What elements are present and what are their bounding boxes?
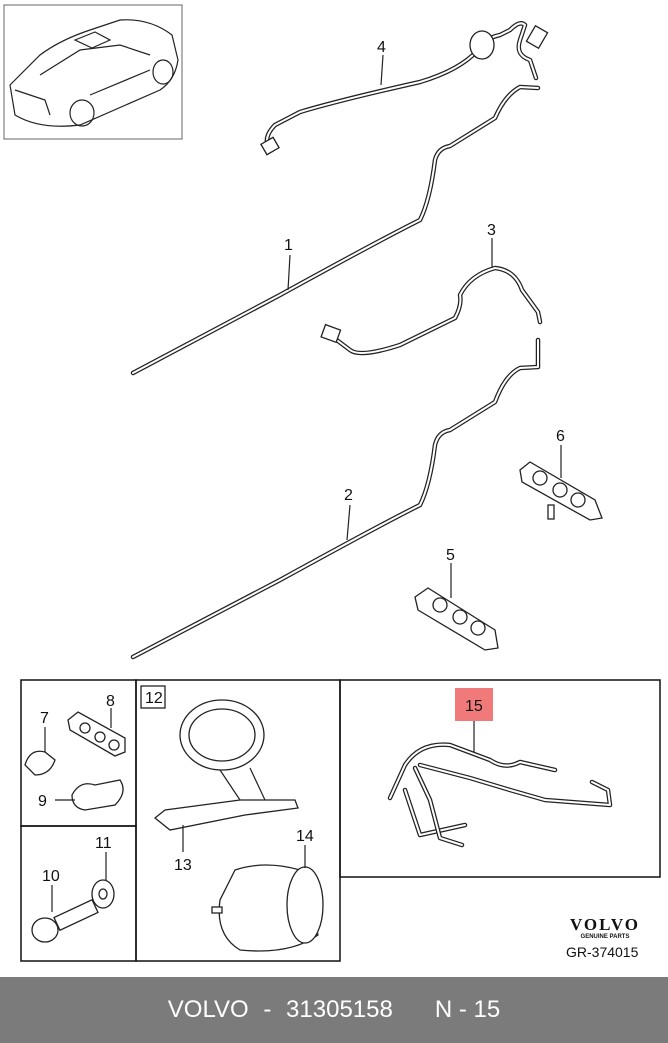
part-3-pipe: [320, 265, 543, 356]
part-2-pipe: [130, 337, 541, 660]
part-7-clip: [24, 750, 56, 776]
callout-6: 6: [556, 428, 565, 445]
part-9-clip: [71, 779, 124, 811]
callout-5: 5: [446, 547, 455, 564]
callout-1: 1: [284, 237, 293, 254]
callout-2: 2: [344, 487, 353, 504]
part-8-clip: [67, 711, 126, 757]
callout-3: 3: [487, 222, 496, 239]
callout-12: 12: [145, 690, 163, 707]
callout-8: 8: [106, 693, 115, 710]
callout-14: 14: [296, 828, 314, 845]
footer-part-number: 31305158: [286, 996, 393, 1023]
callout-7: 7: [40, 710, 49, 727]
part-10-bolt: [31, 898, 99, 943]
footer-bar: VOLVO - 31305158 N - 15: [0, 977, 668, 1043]
diagram-reference: GR-374015: [566, 944, 639, 960]
detail-boxes: [20, 679, 661, 962]
part-6-clip: [519, 461, 603, 521]
footer-position: N - 15: [434, 996, 501, 1023]
part-4-pipe: [260, 21, 549, 156]
footer-brand: VOLVO: [167, 996, 249, 1023]
callout-15-highlight: [455, 688, 493, 721]
vehicle-thumbnail: [3, 4, 183, 140]
part-5-clip: [414, 587, 499, 651]
logo-brand: VOLVO: [569, 915, 641, 934]
part-13-bracket: [153, 699, 299, 831]
parts-diagram: 4 1 3 2 6 5 7 8 9 10 11 12: [3, 4, 661, 962]
callout-9: 9: [38, 793, 47, 810]
callout-10: 10: [42, 868, 60, 885]
logo-tagline: GENUINE PARTS: [580, 934, 630, 940]
part-15-pipe-assembly: [387, 742, 613, 848]
part-14-filter: [211, 864, 324, 952]
part-1-pipe: [130, 84, 541, 376]
volvo-genuine-parts-logo: VOLVO GENUINE PARTS: [560, 915, 650, 940]
part-11-nut: [91, 879, 115, 909]
callout-4: 4: [377, 39, 386, 56]
callout-15: 15: [465, 698, 483, 715]
footer-separator: -: [256, 996, 279, 1023]
callout-11: 11: [95, 835, 112, 852]
callout-13: 13: [174, 857, 192, 874]
